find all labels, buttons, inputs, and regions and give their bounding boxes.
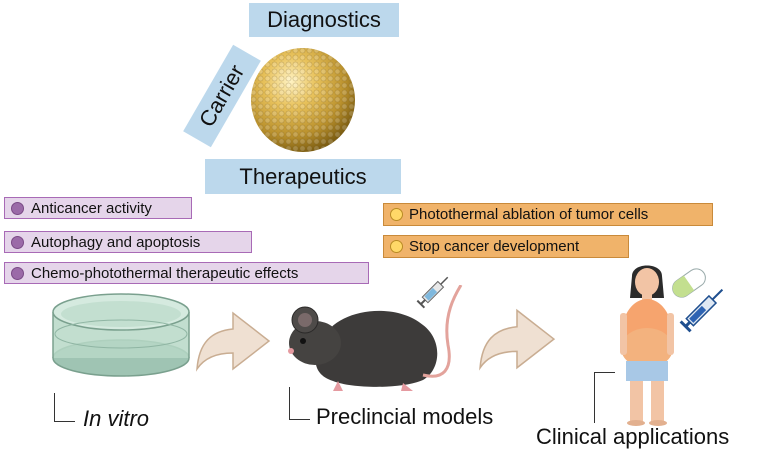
bullet-dot-icon (390, 240, 403, 253)
therapeutics-label: Therapeutics (205, 159, 401, 194)
bullet-dot-icon (390, 208, 403, 221)
stage-label-preclinical: Preclincial models (316, 404, 494, 429)
bullet-dot-icon (11, 201, 24, 215)
arrow-right-icon (479, 308, 556, 371)
effect-tag-chemo-photothermal: Chemo-photothermal therapeutic effects (4, 262, 369, 284)
effect-tag-label: Chemo-photothermal therapeutic effects (31, 264, 299, 282)
effect-tag-photothermal-ablation: Photothermal ablation of tumor cells (383, 203, 713, 226)
effect-tag-label: Stop cancer development (409, 238, 580, 255)
syringe-icon (416, 276, 449, 309)
bracket-line (594, 372, 615, 423)
arrow-right-icon (196, 311, 271, 372)
mouse-icon (288, 285, 463, 391)
bullet-dot-icon (11, 266, 24, 280)
petri-dish-icon (52, 293, 190, 377)
effect-tag-label: Autophagy and apoptosis (31, 233, 201, 251)
effect-tag-stop-cancer: Stop cancer development (383, 235, 629, 258)
patient-icon (620, 265, 674, 426)
diagnostics-label: Diagnostics (249, 3, 399, 37)
stage-label-in-vitro: In vitro (83, 406, 150, 431)
effect-tag-label: Photothermal ablation of tumor cells (409, 206, 649, 223)
pill-icon (672, 268, 706, 298)
syringe-icon (679, 288, 724, 333)
nanoparticle-icon (251, 48, 355, 152)
effect-tag-autophagy: Autophagy and apoptosis (4, 231, 252, 253)
effect-tag-label: Anticancer activity (31, 199, 152, 217)
effect-tag-anticancer: Anticancer activity (4, 197, 192, 219)
bracket-line (54, 393, 75, 422)
stage-label-clinical: Clinical applications (536, 424, 730, 449)
bracket-line (289, 387, 310, 420)
bullet-dot-icon (11, 235, 24, 249)
